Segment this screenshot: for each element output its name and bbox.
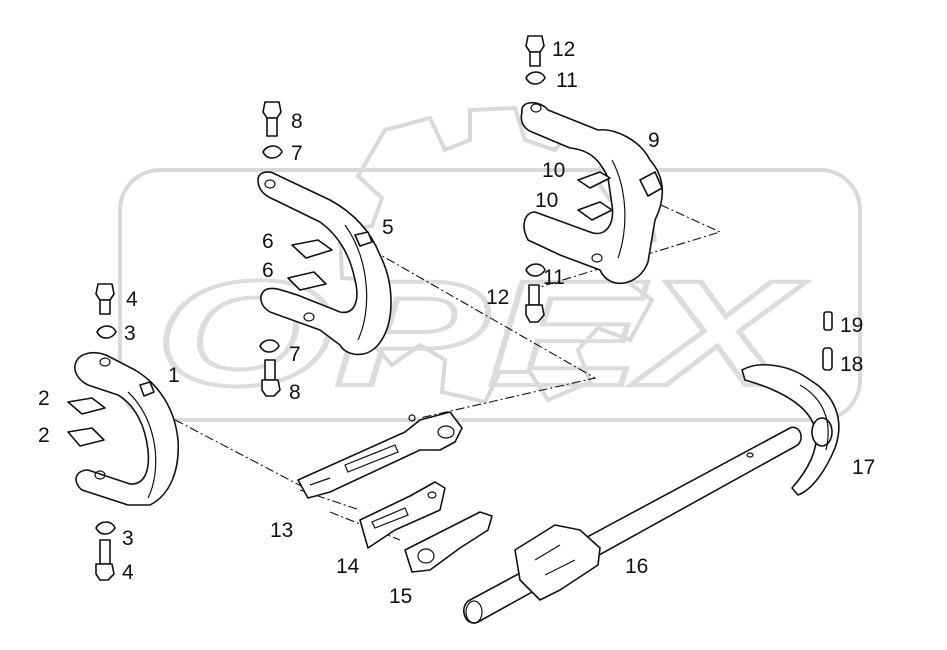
callout-14: 14: [336, 555, 360, 578]
callout-18: 18: [840, 353, 863, 376]
callout-6: 6: [262, 259, 274, 282]
shift-fork-1: [67, 351, 180, 506]
callout-15: 15: [389, 585, 412, 608]
pin-19: [823, 311, 833, 331]
callout-5: 5: [382, 216, 394, 239]
callout-8: 8: [289, 381, 301, 404]
washer-3-bottom: [95, 521, 116, 535]
bolt-4-bottom: [95, 539, 115, 581]
washer-3-top: [96, 325, 117, 339]
callout-3: 3: [124, 322, 136, 345]
interlock-plate-14: [359, 481, 446, 549]
callout-4: 4: [126, 288, 138, 311]
washer-7-bottom: [259, 339, 280, 353]
washer-11-top: [525, 71, 546, 85]
callout-6: 6: [262, 230, 274, 253]
callout-labels: 12 11 9 10 10 11 12 8 7 5 6 6 7 8 4 3 1 …: [38, 38, 875, 608]
callout-2: 2: [38, 387, 50, 410]
plate-15: [404, 511, 493, 573]
callout-16: 16: [625, 555, 648, 578]
washer-11-bottom: [525, 263, 546, 277]
bolt-8-top: [262, 101, 282, 137]
callout-7: 7: [289, 343, 301, 366]
callout-3: 3: [122, 527, 134, 550]
shift-fork-5: [257, 171, 392, 356]
callout-10: 10: [535, 189, 558, 212]
interlock-plate-13: [297, 411, 463, 499]
bolt-12-bottom: [525, 284, 545, 323]
pin-18: [822, 347, 833, 371]
callout-12: 12: [552, 38, 575, 61]
shift-fork-17: [741, 364, 840, 496]
callout-13: 13: [270, 519, 293, 542]
callout-17: 17: [852, 456, 875, 479]
callout-19: 19: [840, 314, 863, 337]
watermark-text: OPEX: [155, 249, 807, 417]
callout-1: 1: [168, 364, 180, 387]
callout-2: 2: [38, 424, 50, 447]
callout-11: 11: [543, 266, 565, 289]
shift-shaft-16: [463, 426, 802, 624]
callout-9: 9: [648, 129, 660, 152]
callout-7: 7: [291, 142, 303, 165]
watermark-frame: [118, 168, 862, 422]
washer-7-top: [262, 145, 283, 159]
bolt-12-top: [525, 35, 545, 67]
shift-fork-9: [520, 101, 664, 285]
callout-8: 8: [291, 110, 303, 133]
bolt-4-top: [95, 283, 115, 315]
callout-10: 10: [542, 159, 565, 182]
callout-12: 12: [486, 286, 509, 309]
callout-11: 11: [556, 69, 578, 92]
bolt-8-bottom: [261, 359, 281, 397]
callout-4: 4: [122, 561, 134, 584]
